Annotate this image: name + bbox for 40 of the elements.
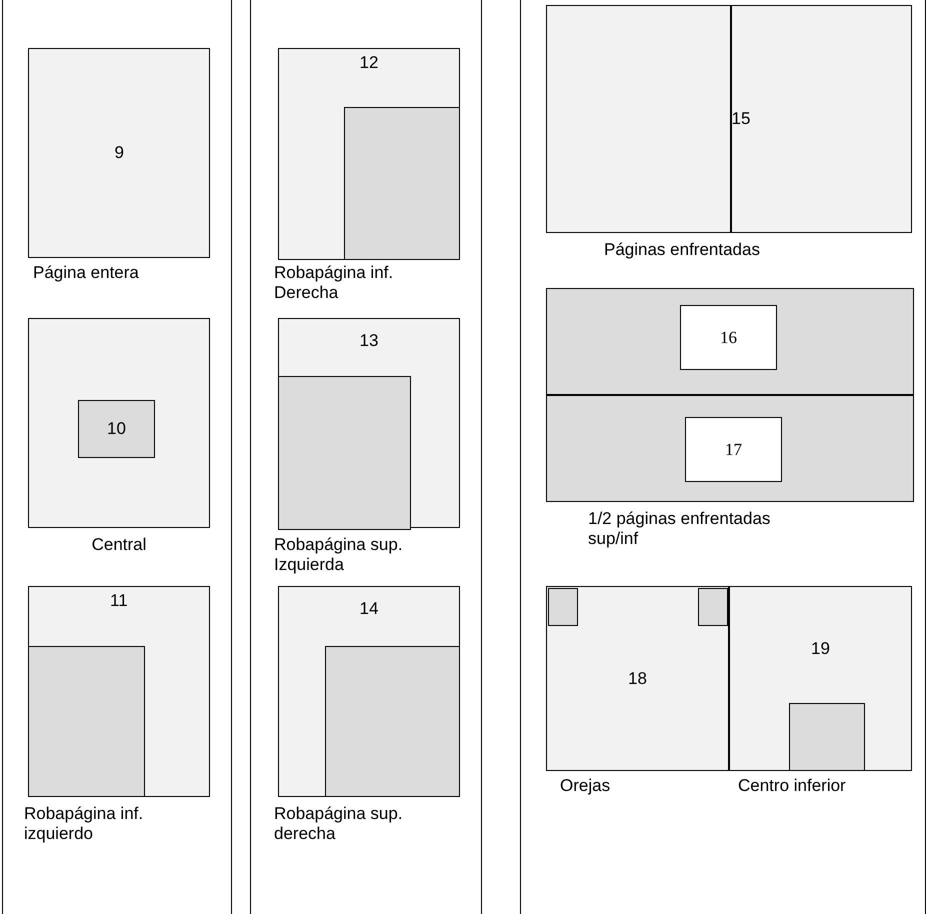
page-number: 11	[110, 591, 128, 611]
ad-box	[685, 417, 782, 482]
node-label: Páginas enfrentadas	[604, 240, 761, 260]
node-label: Orejas	[560, 776, 612, 796]
ad-area	[548, 588, 578, 626]
ad-area	[344, 107, 460, 260]
page-box	[546, 5, 912, 233]
node-label: 1/2 páginas enfrentadas sup/inf	[588, 509, 772, 549]
page-number: 9	[114, 143, 124, 163]
node-label: Página entera	[33, 263, 140, 283]
page-box	[278, 586, 460, 797]
page-box	[278, 318, 460, 528]
node-label: Robapágina inf. Derecha	[274, 263, 394, 303]
ad-area	[789, 703, 865, 771]
page-box	[278, 48, 460, 260]
ad-area	[698, 588, 728, 626]
page-number: 10	[107, 419, 126, 439]
ad-area	[28, 646, 145, 797]
node-label: Robapágina sup. derecha	[274, 804, 404, 844]
node-label: Centro inferior	[738, 776, 847, 796]
page-number: 15	[732, 109, 750, 129]
page-number: 14	[360, 599, 378, 619]
node-label: Robapágina sup. Izquierda	[274, 535, 404, 575]
ad-area	[278, 376, 411, 530]
node-label: Robapágina inf. izquierdo	[24, 804, 144, 844]
ad-box	[680, 305, 777, 370]
page-box	[546, 586, 729, 771]
page-number: 12	[360, 53, 378, 73]
page-box	[28, 48, 210, 258]
ad-box	[78, 400, 155, 458]
node-label: Central	[90, 535, 148, 555]
page-number: 13	[360, 331, 378, 351]
page-box	[28, 318, 210, 528]
ad-area	[325, 646, 460, 797]
page-number: 17	[725, 440, 742, 460]
page-box	[28, 586, 210, 797]
page-box	[729, 586, 912, 771]
page-number: 18	[628, 668, 647, 688]
page-number: 16	[720, 328, 737, 348]
page-number: 19	[811, 639, 830, 659]
